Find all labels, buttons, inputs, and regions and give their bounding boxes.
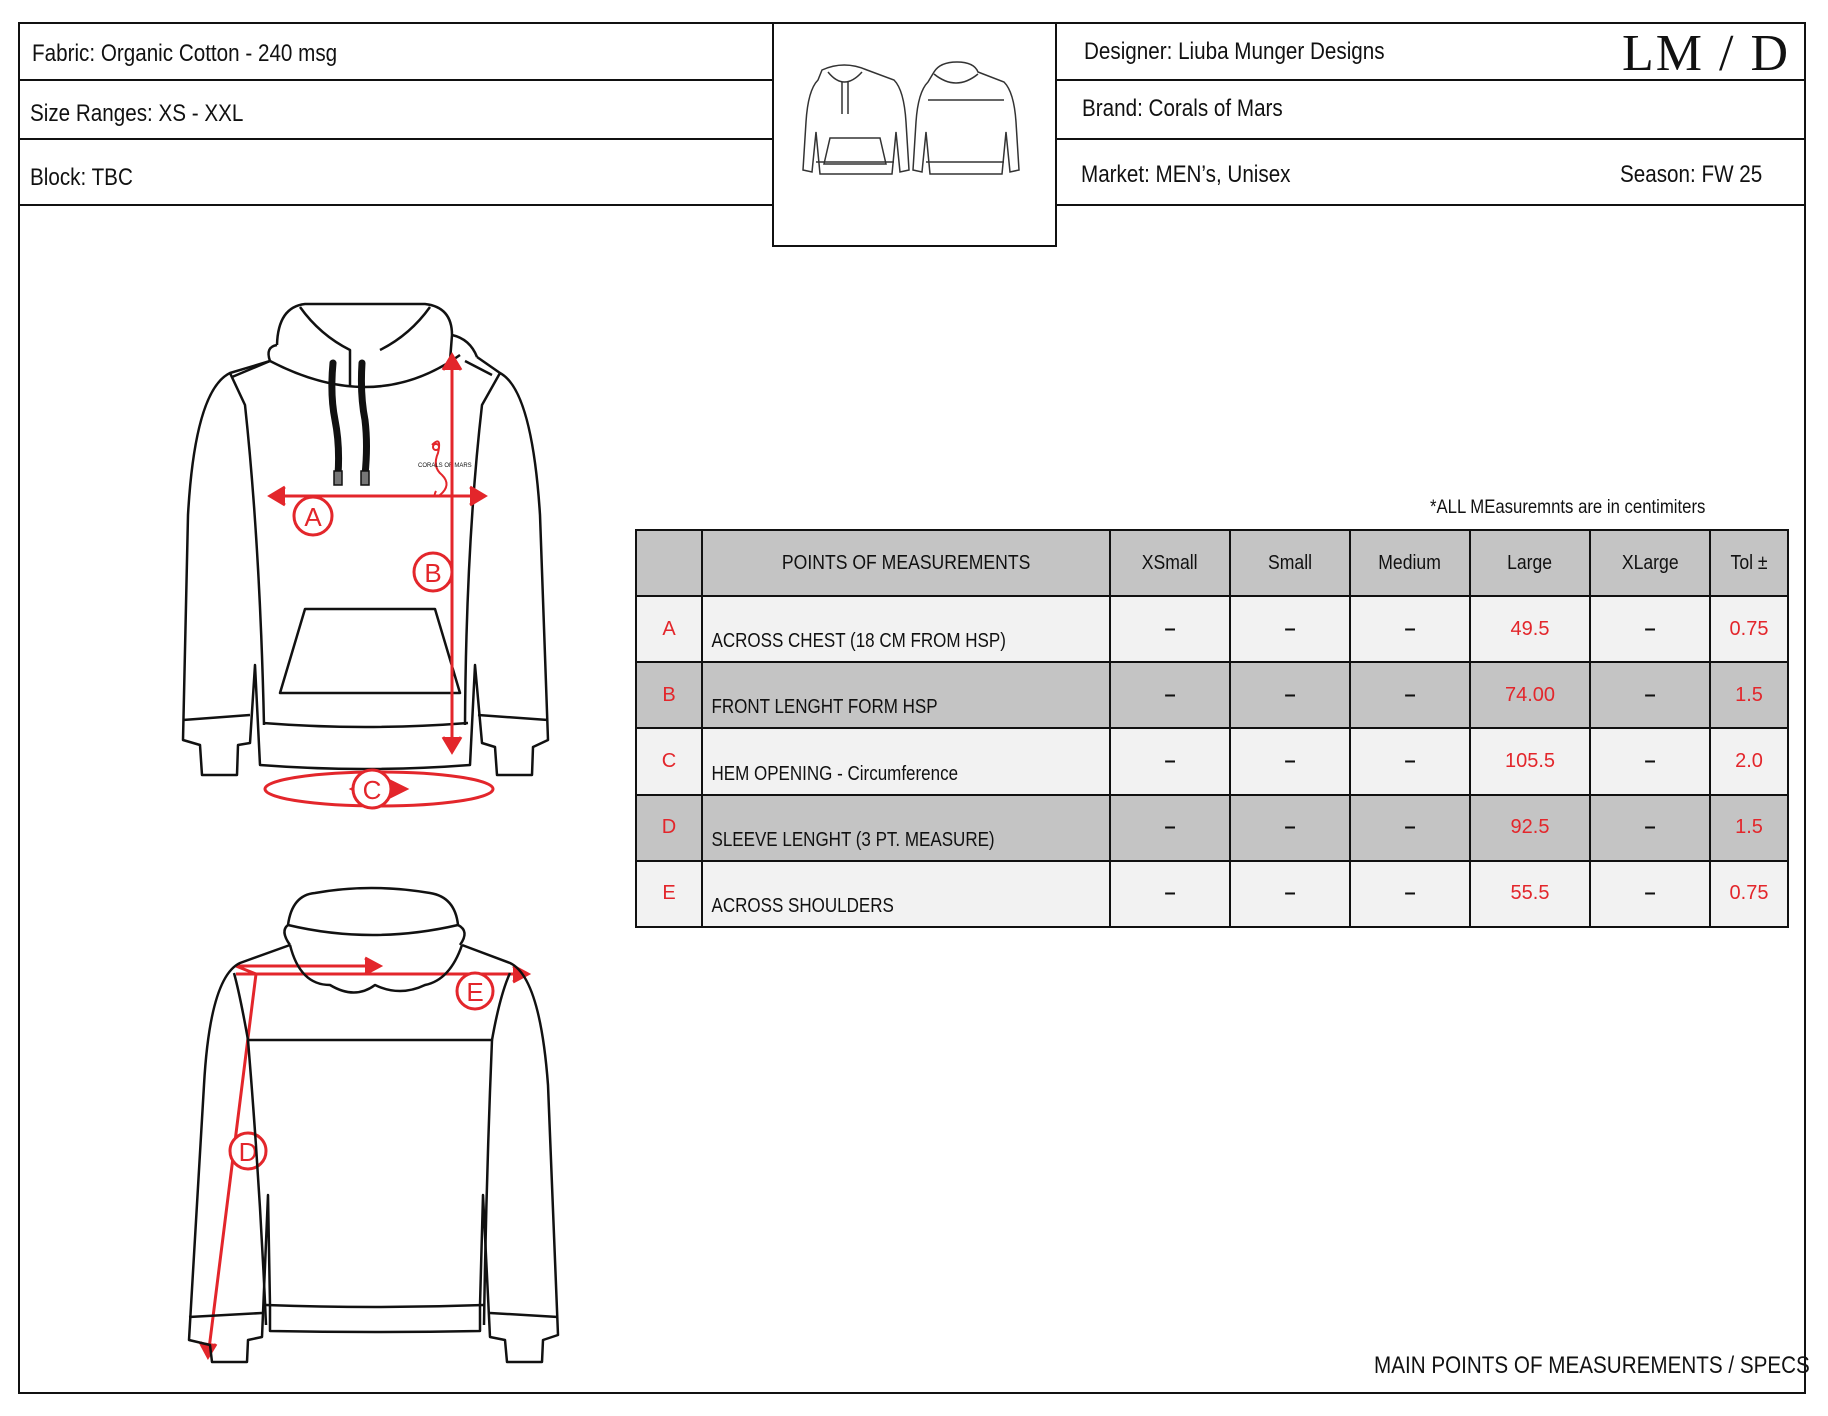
row-xlarge: –	[1589, 727, 1711, 796]
row-medium: –	[1349, 661, 1471, 730]
row-tolerance: 0.75	[1709, 859, 1789, 929]
row-large: 74.00	[1469, 661, 1591, 730]
row-xlarge: –	[1589, 661, 1711, 730]
header-medium: Medium	[1349, 528, 1471, 598]
row-xsmall: –	[1109, 727, 1231, 796]
block-text: Block: TBC	[30, 164, 133, 191]
table-row: C HEM OPENING - Circumference – – – 105.…	[635, 727, 1789, 796]
row-small: –	[1229, 661, 1351, 730]
row-letter: A	[635, 595, 703, 664]
front-hoodie-sketch: CORALS OF MARS	[181, 302, 550, 777]
designer-text: Designer: Liuba Munger Designs	[1084, 38, 1385, 65]
row-xlarge: –	[1589, 595, 1711, 664]
row-tolerance: 1.5	[1709, 793, 1789, 862]
label-d: D	[239, 1137, 258, 1167]
row-point: ACROSS CHEST (18 CM FROM HSP)	[701, 595, 1111, 664]
market-text: Market: MEN’s, Unisex	[1081, 161, 1291, 188]
header-letter	[635, 528, 703, 598]
table-row: E ACROSS SHOULDERS – – – 55.5 – 0.75	[635, 859, 1789, 929]
fabric-text: Fabric: Organic Cotton - 240 msg	[32, 40, 338, 67]
row-tolerance: 2.0	[1709, 727, 1789, 796]
header-small: Small	[1229, 528, 1351, 598]
row-xsmall: –	[1109, 661, 1231, 730]
thumbnail-hoodie-sketches	[802, 61, 1020, 175]
row-medium: –	[1349, 595, 1471, 664]
row-xlarge: –	[1589, 859, 1711, 929]
row-point: HEM OPENING - Circumference	[701, 727, 1111, 796]
table-row: B FRONT LENGHT FORM HSP – – – 74.00 – 1.…	[635, 661, 1789, 730]
chest-logo-text: CORALS OF MARS	[418, 463, 472, 469]
back-hoodie-sketch	[187, 886, 560, 1364]
row-tolerance: 1.5	[1709, 661, 1789, 730]
row-letter: B	[635, 661, 703, 730]
row-large: 49.5	[1469, 595, 1591, 664]
row-xsmall: –	[1109, 793, 1231, 862]
points-of-measurement-table: POINTS OF MEASUREMENTS XSmall Small Medi…	[635, 528, 1789, 929]
season-text: Season: FW 25	[1620, 161, 1763, 188]
row-medium: –	[1349, 727, 1471, 796]
brand-text: Brand: Corals of Mars	[1082, 95, 1283, 122]
row-tolerance: 0.75	[1709, 595, 1789, 664]
label-e: E	[466, 977, 483, 1007]
row-xsmall: –	[1109, 859, 1231, 929]
market-cell	[1055, 138, 1806, 206]
row-letter: D	[635, 793, 703, 862]
table-row: A ACROSS CHEST (18 CM FROM HSP) – – – 49…	[635, 595, 1789, 664]
label-a: A	[304, 502, 322, 532]
row-small: –	[1229, 595, 1351, 664]
row-small: –	[1229, 793, 1351, 862]
row-large: 92.5	[1469, 793, 1591, 862]
row-point: SLEEVE LENGHT (3 PT. MEASURE)	[701, 793, 1111, 862]
header-xsmall: XSmall	[1109, 528, 1231, 598]
row-point: ACROSS SHOULDERS	[701, 859, 1111, 929]
header-xlarge: XLarge	[1589, 528, 1711, 598]
row-large: 105.5	[1469, 727, 1591, 796]
label-c: C	[363, 775, 382, 805]
table-row: D SLEEVE LENGHT (3 PT. MEASURE) – – – 92…	[635, 793, 1789, 862]
row-medium: –	[1349, 859, 1471, 929]
row-letter: E	[635, 859, 703, 929]
row-point: FRONT LENGHT FORM HSP	[701, 661, 1111, 730]
label-b: B	[424, 558, 441, 588]
row-xsmall: –	[1109, 595, 1231, 664]
row-medium: –	[1349, 793, 1471, 862]
header-large: Large	[1469, 528, 1591, 598]
size-ranges-text: Size Ranges: XS - XXL	[30, 100, 244, 127]
header-tolerance: Tol ±	[1709, 528, 1789, 598]
header-points: POINTS OF MEASUREMENTS	[701, 528, 1111, 598]
row-small: –	[1229, 859, 1351, 929]
measurement-unit-note: *ALL MEasuremnts are in centimiters	[1430, 497, 1706, 518]
brand-logo: LM / D	[1622, 25, 1790, 82]
table-header-row: POINTS OF MEASUREMENTS XSmall Small Medi…	[635, 528, 1789, 598]
footer-caption: MAIN POINTS OF MEASUREMENTS / SPECS	[1374, 1352, 1810, 1379]
row-letter: C	[635, 727, 703, 796]
row-small: –	[1229, 727, 1351, 796]
row-large: 55.5	[1469, 859, 1591, 929]
row-xlarge: –	[1589, 793, 1711, 862]
